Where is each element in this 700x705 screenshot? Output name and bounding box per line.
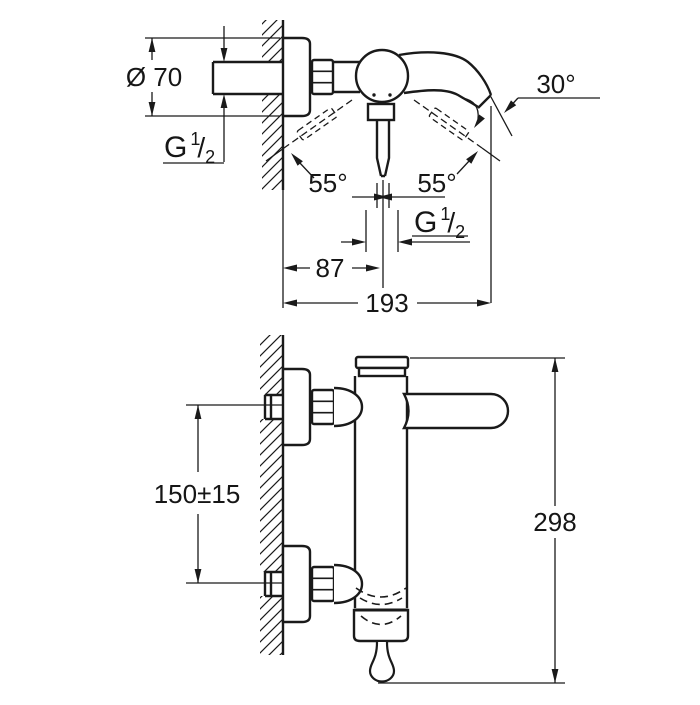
union-centerlines (186, 404, 283, 584)
side-view: 150±15 298 (154, 335, 577, 684)
union-connector (333, 60, 360, 94)
cap-ring (357, 366, 407, 378)
dim-label-total-height: 298 (533, 507, 576, 537)
dim-label-spout-angle: 30° (536, 69, 575, 99)
spout-outlet (352, 587, 410, 683)
marker-dot-left (372, 93, 376, 97)
dimension-total-height (378, 357, 565, 684)
dim-label-wall-to-center: 87 (316, 253, 345, 283)
dim-label-lever-swing-right: 55° (417, 168, 456, 198)
marker-dot-right (388, 93, 392, 97)
wall-union-bottom (263, 544, 364, 624)
top-view: Ø 70 G1/2 30° 55° 55° G1/2 87 193 (126, 20, 600, 318)
aerator (352, 608, 410, 643)
dimension-lines-top-view (145, 26, 600, 304)
hex-nut-top-view (310, 58, 335, 96)
labels-side-view: 150±15 298 (154, 479, 577, 537)
cartridge-cap (354, 355, 410, 370)
dim-label-connection-spacing: 150±15 (154, 479, 241, 509)
lever-handle-top-view (366, 102, 396, 178)
wall-union-top (263, 367, 364, 447)
arrowheads-top-view (148, 38, 517, 307)
wall-hatch-top-view (262, 20, 283, 190)
body-tube (353, 376, 409, 608)
dim-label-lever-swing-left: 55° (308, 168, 347, 198)
faucet-body-top-view (354, 48, 410, 104)
wall-hatch-side-view (260, 335, 283, 655)
lever-handle-side-view (402, 392, 510, 430)
arrowheads-side-view (194, 358, 559, 683)
dim-label-wall-to-spout-tip: 193 (365, 288, 408, 318)
escutcheon-top-view (281, 36, 312, 118)
dim-label-escutcheon-diameter: Ø 70 (126, 62, 182, 92)
supply-pipe (211, 60, 283, 96)
spout-top-view (398, 51, 493, 109)
water-drop-icon (368, 641, 396, 683)
